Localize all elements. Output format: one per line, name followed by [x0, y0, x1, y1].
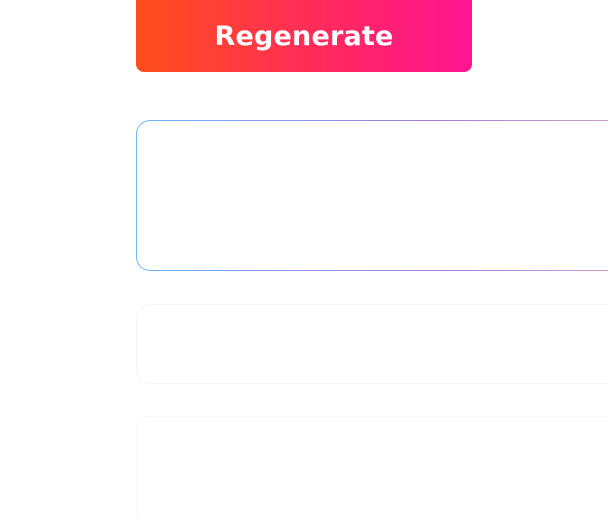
regenerate-button[interactable]: Regenerate [136, 0, 472, 72]
placeholder-card [136, 304, 608, 384]
placeholder-card [136, 416, 608, 520]
generated-result-card[interactable] [136, 120, 608, 271]
